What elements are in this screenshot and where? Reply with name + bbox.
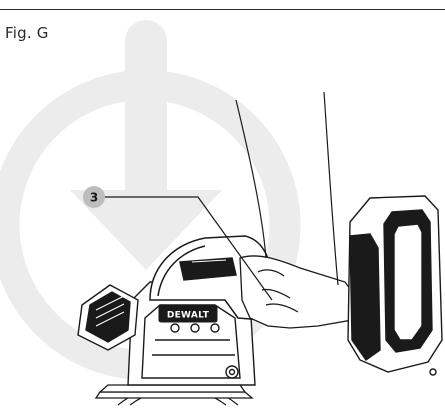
top-rule [0,9,445,10]
callout-badge-3: 3 [83,186,105,208]
motor-housing [149,235,271,321]
callout-number: 3 [90,191,98,205]
dust-port [77,284,139,351]
brand-text: DEWALT [167,311,210,321]
callout-leader-line [98,196,273,301]
download-arrow-icon [0,20,301,380]
battery-pack [347,195,443,376]
saw-base-plate [94,384,254,399]
arm-outline [235,91,339,286]
hand [239,255,361,329]
figure-label: Fig. G [5,24,49,42]
brand-label: DEWALT [158,305,218,323]
